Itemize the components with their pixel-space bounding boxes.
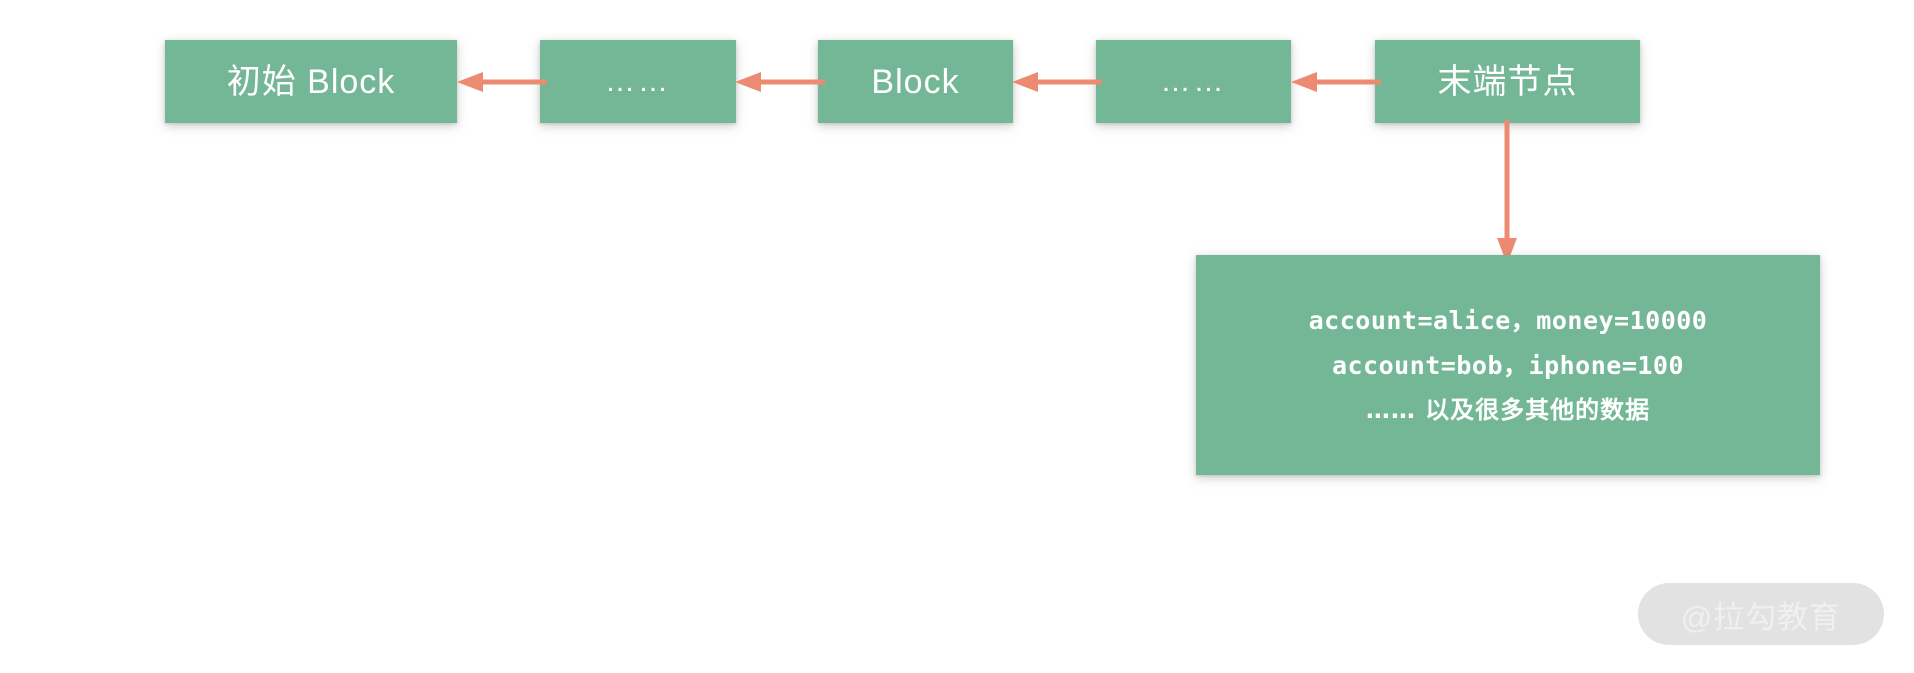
arrow-left-icon-4 xyxy=(1291,72,1381,92)
block-node-genesis: 初始 Block xyxy=(165,40,457,123)
arrow-down-icon xyxy=(1497,120,1517,264)
watermark-badge: @拉勾教育 xyxy=(1638,583,1884,645)
data-line-account-alice: account=alice，money=10000 xyxy=(1308,306,1708,335)
block-node-block: Block xyxy=(818,40,1013,123)
data-line-more-data: …… 以及很多其他的数据 xyxy=(1365,396,1651,424)
arrow-left-icon-2 xyxy=(735,72,825,92)
block-data-payload-box: account=alice，money=10000 account=bob，ip… xyxy=(1196,255,1820,475)
block-node-ellipsis-2: …… xyxy=(1096,40,1291,123)
block-node-genesis-label: 初始 Block xyxy=(226,62,396,101)
block-node-ellipsis-1-label: …… xyxy=(605,64,671,98)
block-node-ellipsis-1: …… xyxy=(540,40,736,123)
data-line-account-bob: account=bob，iphone=100 xyxy=(1331,351,1685,380)
block-node-terminal-label: 末端节点 xyxy=(1437,62,1578,101)
block-node-ellipsis-2-label: …… xyxy=(1160,64,1227,98)
watermark-label: @拉勾教育 xyxy=(1680,599,1842,635)
arrow-left-icon-1 xyxy=(457,72,547,92)
block-node-block-label: Block xyxy=(871,62,960,101)
arrow-left-icon-3 xyxy=(1012,72,1102,92)
block-node-terminal: 末端节点 xyxy=(1375,40,1640,123)
